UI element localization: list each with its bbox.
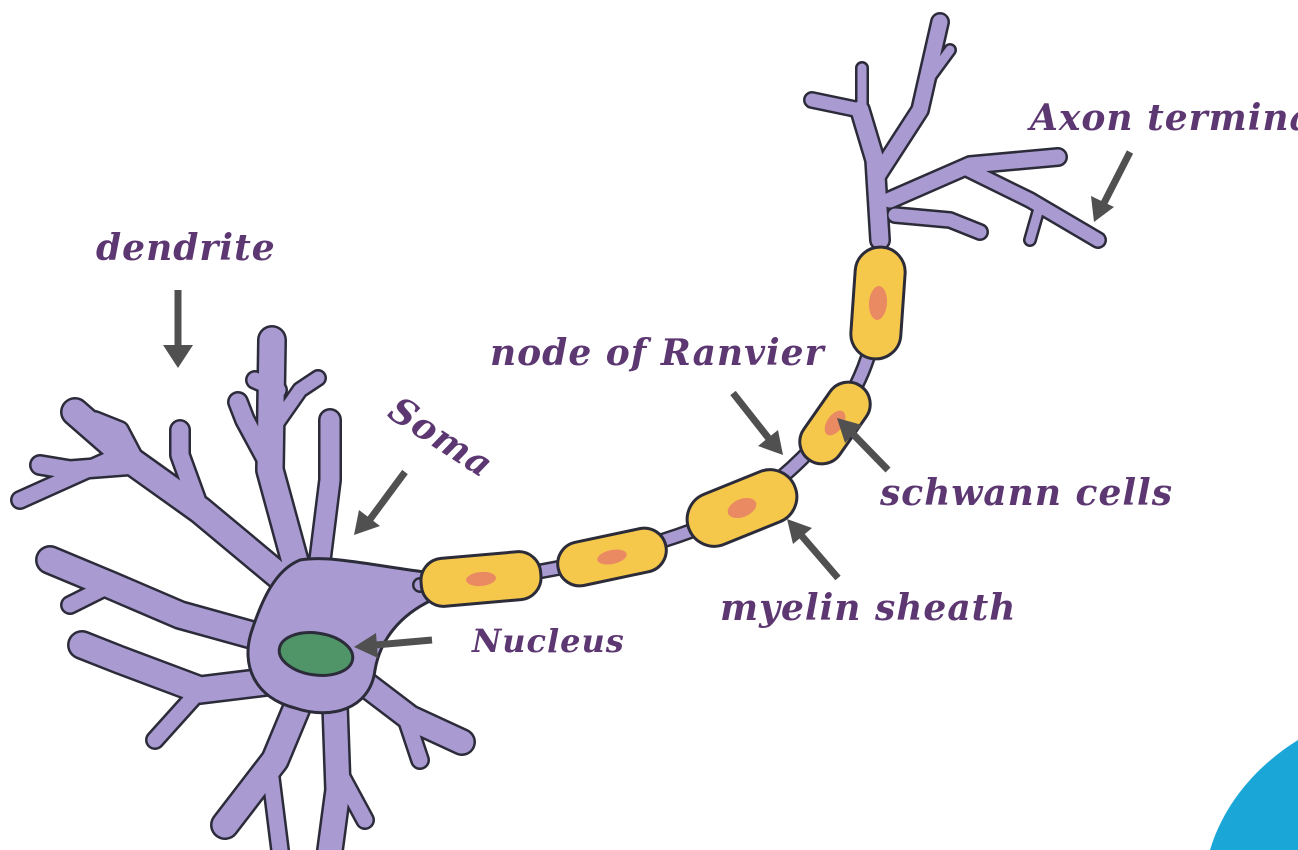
myelin-segment-5 (849, 245, 907, 360)
label-axon-terminal: Axon terminal (1027, 97, 1298, 139)
label-soma: Soma (381, 388, 501, 486)
corner-accent (1210, 740, 1298, 850)
arrow-axon-terminal (1091, 152, 1130, 222)
myelin-segments (419, 245, 907, 608)
label-nucleus: Nucleus (471, 622, 625, 660)
label-myelin-sheath: myelin sheath (720, 587, 1016, 629)
label-dendrite: dendrite (96, 227, 276, 269)
label-schwann-cells: schwann cells (879, 472, 1173, 514)
myelin-segment-2 (554, 524, 671, 590)
arrow-myelin-sheath (787, 519, 838, 578)
myelin-segment-1 (419, 550, 543, 608)
arrow-node-of-ranvier (733, 393, 783, 455)
arrow-soma (354, 472, 405, 535)
arrow-dendrite (163, 290, 193, 368)
label-node-of-ranvier: node of Ranvier (490, 332, 827, 374)
myelin-segment-3 (679, 462, 805, 555)
soma-body (248, 559, 432, 713)
